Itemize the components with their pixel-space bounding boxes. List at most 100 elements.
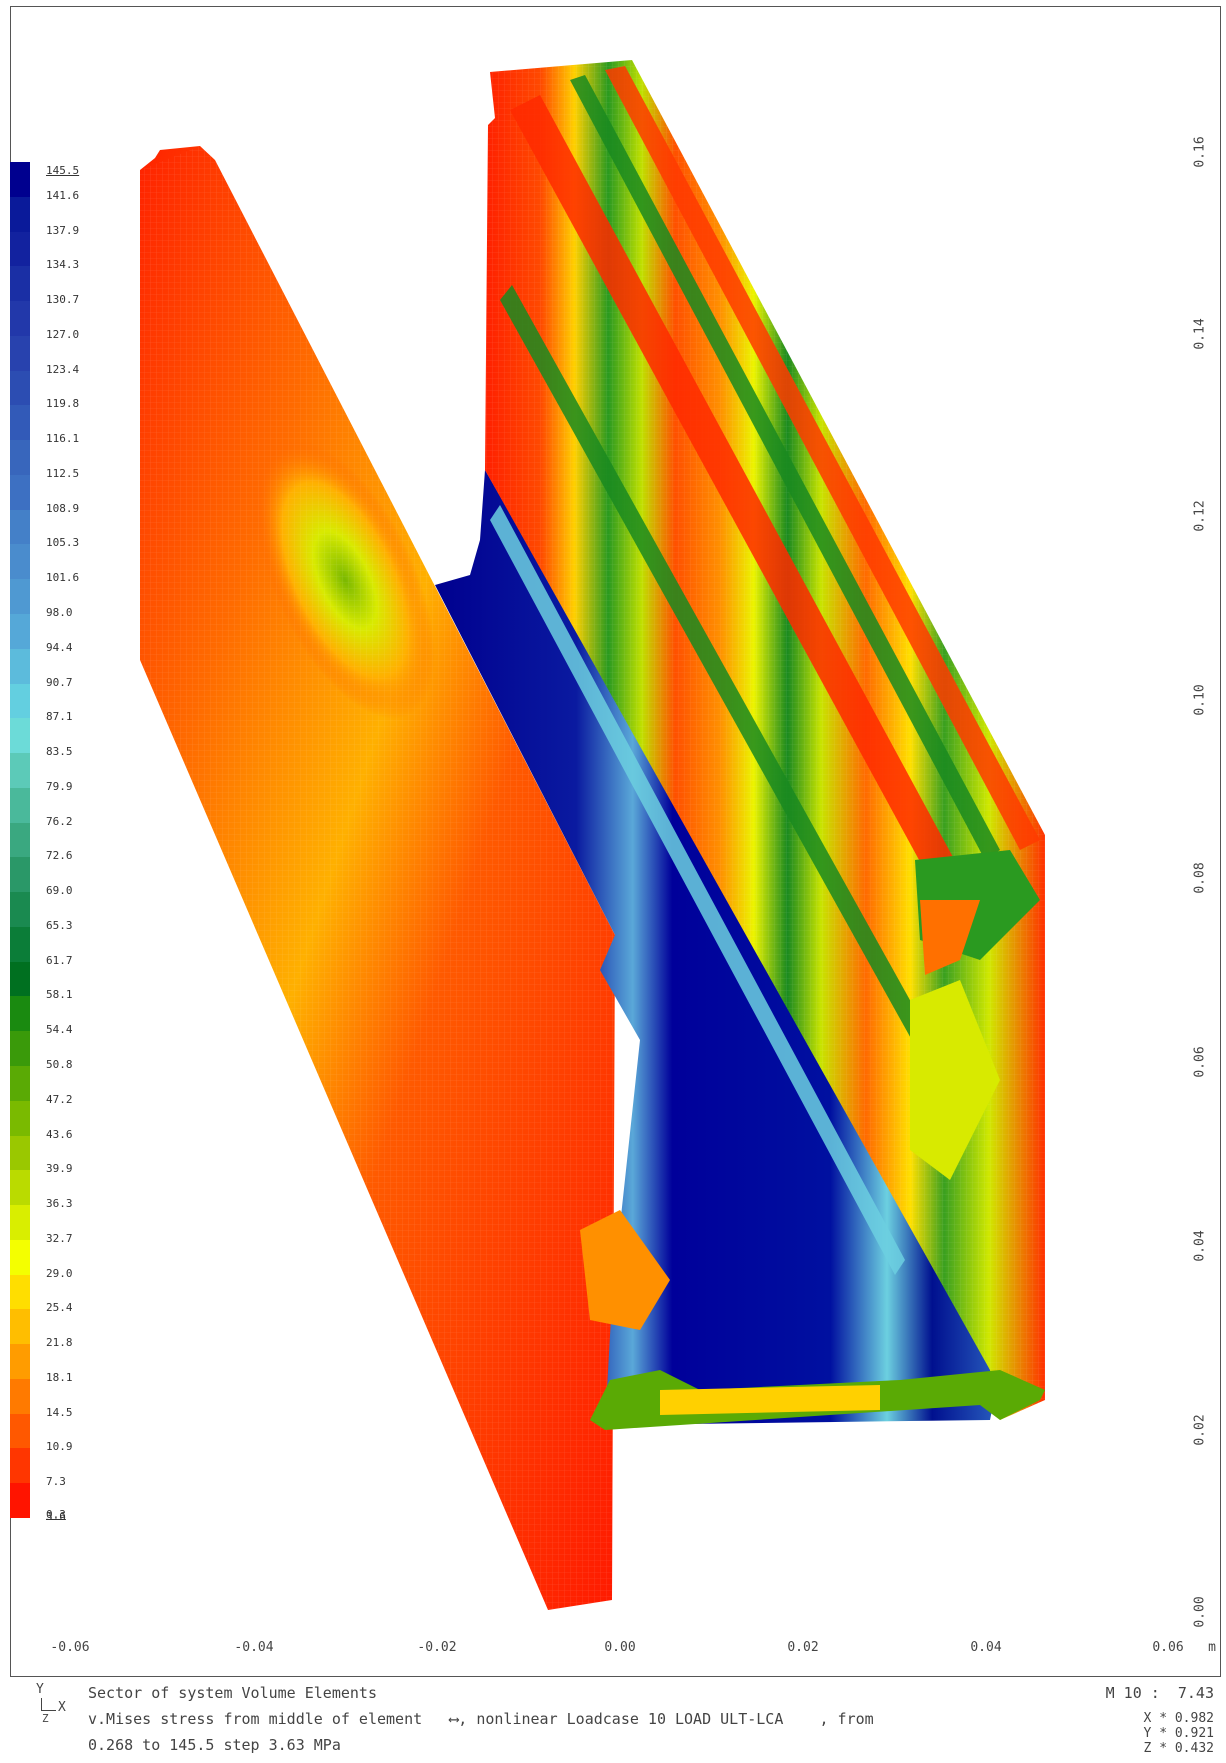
legend-swatch [10, 1448, 30, 1484]
legend-swatch [10, 1170, 30, 1206]
legend-level-label: 36.3 [46, 1197, 73, 1211]
x-tick-label: 0.02 [787, 1640, 819, 1655]
legend-level-label: 130.7 [46, 293, 80, 307]
legend-swatch [10, 579, 30, 615]
legend-swatch [10, 648, 30, 685]
legend-swatch [10, 1274, 30, 1310]
legend-level-label: 119.8 [46, 397, 80, 411]
legend-swatch [10, 787, 30, 824]
legend-top-label: 145.5 [46, 164, 80, 177]
legend-swatch [10, 614, 30, 650]
legend-swatch [10, 196, 30, 233]
x-tick-label: 0.04 [970, 1640, 1002, 1655]
footer-line-3: 0.268 to 145.5 step 3.63 MPa [88, 1736, 341, 1754]
y-tick-label: 0.12 [1192, 500, 1208, 532]
scale-y: Y * 0.921 [1143, 1726, 1214, 1741]
footer-line-1: Sector of system Volume Elements [88, 1684, 377, 1702]
legend-level-label: 127.0 [46, 327, 80, 341]
y-tick-label: 0.04 [1192, 1230, 1208, 1262]
scale-ratio: M 10 : 7.43 [1105, 1684, 1214, 1702]
legend-level-label: 137.9 [46, 223, 80, 237]
scale-z: Z * 0.432 [1143, 1741, 1214, 1756]
scale-x: X * 0.982 [1143, 1711, 1214, 1726]
legend-level-label: 112.5 [46, 466, 80, 480]
footer-line-2: v.Mises stress from middle of element ⟷,… [88, 1710, 874, 1728]
legend-level-label: 29.0 [46, 1266, 73, 1280]
x-tick-label: -0.06 [50, 1640, 90, 1655]
y-tick-label: 0.06 [1192, 1046, 1208, 1078]
legend-level-label: 54.4 [46, 1023, 73, 1037]
legend-swatch [10, 1309, 30, 1345]
legend-level-label: 50.8 [46, 1058, 73, 1071]
legend-swatch [10, 892, 30, 928]
y-tick-label: 0.10 [1192, 684, 1208, 716]
legend-swatch [10, 961, 30, 997]
legend-bottom-label: 0.3 [46, 1508, 66, 1521]
axis-indicator-x: X [58, 1700, 66, 1715]
legend-level-label: 98.0 [46, 606, 73, 619]
legend-swatch [10, 1344, 30, 1380]
x-axis-unit: m [1208, 1640, 1216, 1655]
legend-level-label: 7.3 [46, 1475, 66, 1489]
y-tick-label: 0.08 [1192, 862, 1208, 894]
legend-level-label: 79.9 [46, 779, 73, 793]
legend-level-label: 39.9 [46, 1162, 73, 1176]
legend-swatch [10, 1483, 30, 1519]
legend-level-label: 69.0 [46, 884, 73, 898]
legend-level-label: 83.5 [46, 745, 73, 759]
legend-swatch [10, 1239, 30, 1276]
legend-level-label: 108.9 [46, 501, 80, 515]
y-tick-label: 0.02 [1192, 1414, 1208, 1446]
legend-level-label: 10.9 [46, 1440, 73, 1454]
legend-swatch [10, 370, 30, 406]
stripe-bands [490, 66, 1040, 1275]
legend-level-label: 32.7 [46, 1231, 73, 1245]
legend-swatch [10, 266, 30, 302]
y-tick-label: 0.14 [1192, 318, 1208, 350]
legend-level-label: 87.1 [46, 710, 73, 724]
x-tick-label: -0.04 [234, 1640, 274, 1655]
y-tick-label: 0.16 [1192, 136, 1208, 168]
legend-swatch [10, 335, 30, 372]
legend-swatch [10, 162, 30, 198]
legend-swatch [10, 822, 30, 858]
x-tick-label: -0.02 [417, 1640, 457, 1655]
legend-level-label: 141.6 [46, 188, 80, 202]
legend-level-label: 105.3 [46, 536, 80, 550]
legend-swatch [10, 301, 30, 337]
legend-level-label: 3.6 [46, 1510, 66, 1523]
legend-level-label: 94.4 [46, 640, 73, 654]
legend-level-label: 14.5 [46, 1405, 73, 1419]
legend-level-label: 116.1 [46, 432, 80, 446]
legend-level-label: 58.1 [46, 988, 73, 1002]
x-tick-label: 0.00 [604, 1640, 636, 1655]
legend-swatch [10, 857, 30, 893]
legend-swatch [10, 474, 30, 511]
legend-level-label: 47.2 [46, 1092, 73, 1106]
legend-swatch [10, 231, 30, 267]
legend-swatch [10, 996, 30, 1032]
y-tick-label: 0.00 [1192, 1596, 1208, 1628]
legend-level-label: 43.6 [46, 1127, 73, 1141]
x-tick-label: 0.06 [1152, 1640, 1184, 1655]
legend-level-label: 21.8 [46, 1336, 73, 1350]
legend-level-label: 76.2 [46, 814, 73, 828]
legend-swatch [10, 544, 30, 580]
legend-level-label: 65.3 [46, 918, 73, 932]
legend-level-label: 18.1 [46, 1370, 73, 1384]
legend-swatch [10, 1031, 30, 1067]
legend-swatch [10, 1378, 30, 1415]
legend-level-label: 134.3 [46, 258, 80, 272]
legend-swatch [10, 1205, 30, 1241]
legend-level-label: 101.6 [46, 571, 80, 585]
legend-swatch [10, 440, 30, 476]
legend-level-label: 72.6 [46, 849, 73, 863]
axis-indicator-y: Y [36, 1682, 44, 1697]
legend-swatch [10, 1100, 30, 1137]
legend-swatch [10, 1066, 30, 1102]
legend-swatch [10, 1413, 30, 1449]
legend-swatch [10, 753, 30, 789]
axis-indicator-z: Z [42, 1712, 49, 1725]
legend-level-label: 61.7 [46, 953, 73, 967]
legend-swatch [10, 683, 30, 719]
